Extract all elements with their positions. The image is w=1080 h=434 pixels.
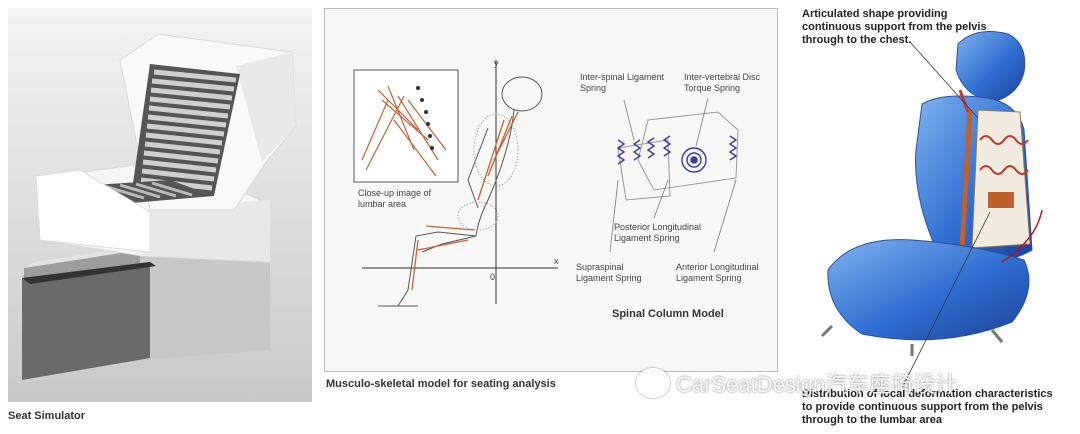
axis-origin-label: 0 xyxy=(490,272,495,283)
anterior-label: Anterior Longitudinal Ligament Spring xyxy=(676,262,759,284)
watermark: CarSeatDesign汽车座椅设计 xyxy=(636,366,957,400)
supraspinal-label: Supraspinal Ligament Spring xyxy=(576,262,642,284)
posterior-label: Posterior Longitudinal Ligament Spring xyxy=(614,222,701,244)
spinal-column-title: Spinal Column Model xyxy=(612,308,724,321)
axis-x-label: x xyxy=(554,256,559,267)
wechat-icon xyxy=(636,368,670,398)
watermark-text: CarSeatDesign汽车座椅设计 xyxy=(676,367,957,399)
seat-simulator-caption: Seat Simulator xyxy=(8,410,85,422)
seat-simulator-panel: Seat Simulator xyxy=(0,0,316,434)
top-annotation: Articulated shape providing continuous s… xyxy=(802,8,987,47)
seat-simulator-illustration xyxy=(0,0,316,434)
axis-y-label: y xyxy=(494,58,499,69)
closeup-label: Close-up image of lumbar area xyxy=(358,188,431,210)
inter-spinal-label: Inter-spinal Ligament Spring xyxy=(580,72,664,94)
musculo-skeletal-caption: Musculo-skeletal model for seating analy… xyxy=(326,378,556,390)
inter-vertebral-label: Inter-vertebral Disc Torque Spring xyxy=(684,72,760,94)
